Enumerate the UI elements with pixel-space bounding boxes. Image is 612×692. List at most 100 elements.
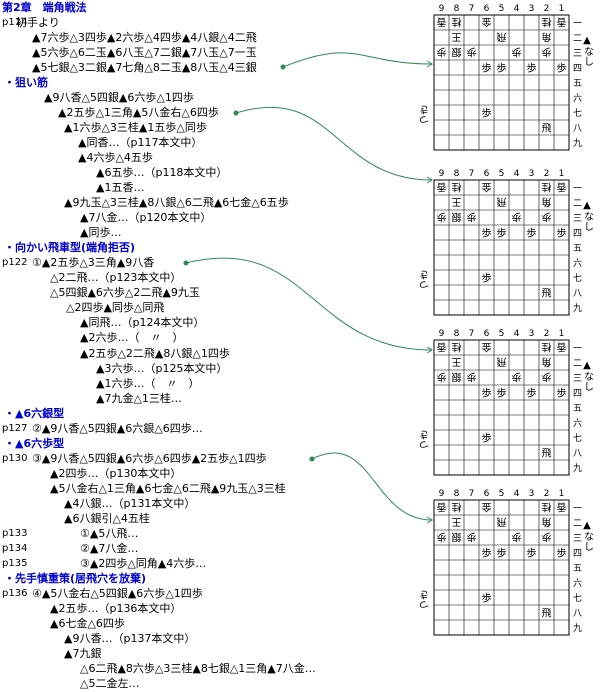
row-label: 八	[573, 124, 582, 134]
move-text: ②▲9八香△5四銀▲6六銀△6四歩…	[32, 422, 203, 435]
row-label: 四	[573, 389, 582, 399]
shogi-piece: 歩	[527, 387, 537, 400]
section-heading-text: ・先手慎重策(居飛穴を放棄)	[4, 572, 147, 585]
move-text: ▲9八香△5四銀▲6六歩△1四歩	[44, 91, 194, 104]
move-text: △5四銀▲6六歩△2二飛▲9九玉	[50, 286, 200, 299]
move-text: ④▲5八金右△5四銀▲6六歩△1四歩	[32, 587, 203, 600]
move-text: △2四歩▲同歩△同飛	[66, 301, 165, 314]
row-label: 三	[573, 374, 582, 384]
row-label: 三	[573, 534, 582, 544]
move-text: ①▲5八飛…	[80, 527, 139, 540]
page-ref: p136	[2, 588, 28, 599]
shogi-piece: 香	[557, 341, 567, 353]
shogi-piece: 歩	[512, 211, 522, 224]
page-ref: p114	[2, 17, 28, 28]
row-label: 九	[573, 623, 582, 634]
shogi-piece: 歩	[512, 531, 522, 544]
shogi-piece: 飛	[542, 288, 552, 300]
move-text: 初手より	[16, 16, 60, 29]
shogi-piece: 歩	[497, 62, 507, 75]
shogi-piece: 歩	[482, 227, 492, 240]
shogi-piece: 香	[557, 181, 567, 193]
row-label: 八	[573, 449, 582, 459]
row-label: 六	[573, 417, 582, 429]
move-text: ▲5八金右△1三角▲6七金△6二飛▲9九玉△3三桂	[50, 482, 286, 495]
shogi-piece: 金	[482, 501, 492, 514]
row-label: 一	[573, 184, 582, 194]
page-ref: p133	[2, 528, 28, 539]
move-text: ▲1六歩…（ 〃 ）	[96, 377, 200, 390]
shogi-piece: 香	[437, 16, 447, 28]
board-grid	[433, 179, 570, 316]
shogi-piece: 飛	[497, 196, 507, 208]
move-text: ▲2五歩△2二飛▲8八銀△1四歩	[80, 347, 230, 360]
move-text: △5二金左…	[80, 677, 140, 690]
column-label: 1	[559, 169, 565, 179]
board-grid	[433, 499, 570, 636]
section-heading-text: ・狙い筋	[4, 76, 48, 89]
shogi-piece: 歩	[482, 272, 492, 285]
shogi-piece: 王	[452, 516, 462, 527]
section-heading-text: ・▲6六銀型	[4, 407, 65, 420]
page-ref: p122	[2, 257, 28, 268]
shogi-piece: 歩	[557, 227, 567, 240]
page-ref: p127	[2, 423, 28, 434]
row-label: 五	[573, 564, 582, 574]
shogi-piece: 角	[542, 196, 552, 208]
move-text: ▲7九銀	[64, 647, 102, 660]
row-label: 八	[573, 609, 582, 619]
shogi-piece: 銀	[452, 531, 462, 544]
row-label: 六	[573, 257, 582, 269]
move-text: ▲5六歩△6二玉▲6八玉△7二銀▲7八玉△7一玉	[32, 46, 257, 59]
row-label: 七	[573, 433, 582, 444]
column-label: 7	[469, 169, 475, 179]
row-label: 五	[573, 244, 582, 254]
shogi-piece: 角	[542, 356, 552, 368]
shogi-piece: 金	[482, 181, 492, 194]
shogi-piece: 香	[437, 341, 447, 353]
shogi-piece: 桂	[452, 341, 462, 354]
gote-hand: ▲なし	[582, 520, 593, 551]
row-label: 七	[573, 108, 582, 119]
shogi-piece: 金	[482, 16, 492, 29]
shogi-piece: 飛	[497, 356, 507, 368]
shogi-piece: 桂	[542, 16, 552, 29]
row-label: 八	[573, 289, 582, 299]
gote-hand: ▲なし	[582, 360, 593, 391]
chapter-title-text: 第2章 端角戦法	[2, 1, 87, 14]
shogi-piece: 歩	[542, 371, 552, 384]
shogi-piece: 銀	[452, 371, 462, 384]
move-text: ▲2五歩△1三角▲5八金右△6四歩	[58, 106, 219, 119]
move-text: ▲同歩…	[80, 226, 122, 239]
column-label: 1	[559, 4, 565, 14]
shogi-piece: 歩	[512, 371, 522, 384]
move-text: ▲7六歩△3四歩▲2六歩△4四歩▲4八銀△4二飛	[32, 31, 257, 44]
column-label: 5	[499, 329, 505, 339]
shogi-piece: 歩	[542, 46, 552, 59]
shogi-piece: 歩	[557, 62, 567, 75]
move-text: ▲6五歩…（p118本文中）	[96, 166, 228, 179]
row-label: 四	[573, 549, 582, 559]
shogi-piece: 飛	[497, 516, 507, 528]
shogi-piece: 飛	[542, 123, 552, 135]
row-label: 二	[573, 519, 582, 529]
row-label: 一	[573, 344, 582, 354]
shogi-piece: 香	[557, 16, 567, 28]
move-text: ▲4六歩△4五歩	[78, 151, 153, 164]
gote-hand: ▲なし	[582, 35, 593, 66]
sente-hand: つき	[420, 270, 432, 290]
shogi-piece: 歩	[437, 531, 447, 544]
column-label: 8	[454, 4, 460, 14]
column-label: 6	[484, 169, 490, 179]
column-label: 9	[439, 329, 445, 339]
shogi-piece: 歩	[482, 107, 492, 120]
column-label: 3	[529, 489, 535, 499]
shogi-piece: 銀	[452, 46, 462, 59]
